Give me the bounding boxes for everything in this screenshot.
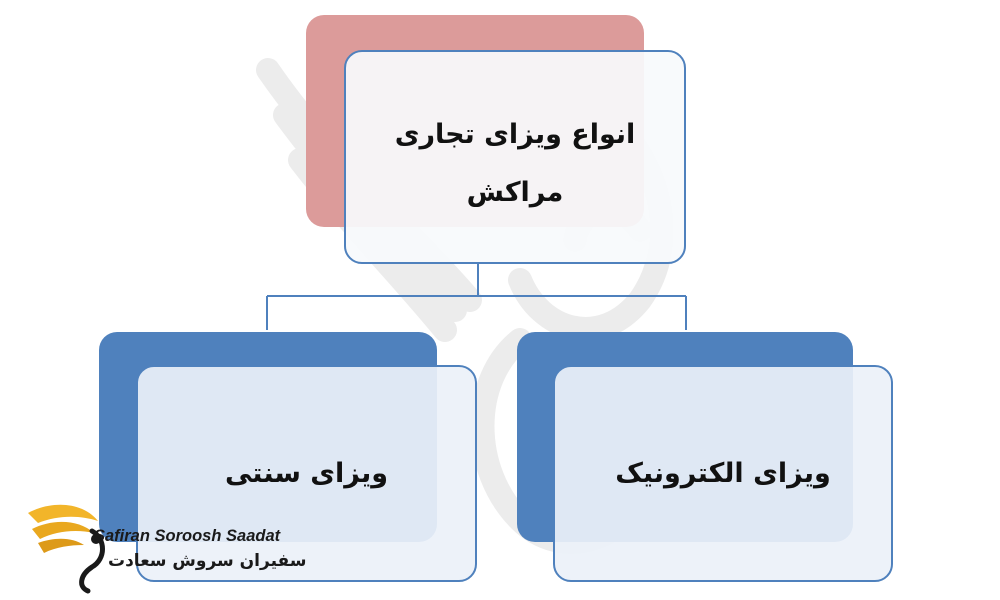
company-logo: Safiran Soroosh Saadat سفیران سروش سعادت <box>22 495 306 595</box>
child-node-traditional-visa: ویزای سنتی <box>136 365 477 582</box>
child-node-label: ویزای سنتی <box>224 457 389 489</box>
logo-english-text: Safiran Soroosh Saadat <box>94 527 281 545</box>
swan-logo-icon <box>28 504 105 594</box>
logo-persian-text: سفیران سروش سعادت <box>108 551 307 571</box>
child-node-label: ویزای الکترونیک <box>615 457 831 489</box>
child-node-electronic-visa: ویزای الکترونیک <box>553 365 893 582</box>
root-node-label: انواع ویزای تجاری مراکش <box>394 119 636 208</box>
root-node: انواع ویزای تجاری مراکش <box>344 50 686 264</box>
